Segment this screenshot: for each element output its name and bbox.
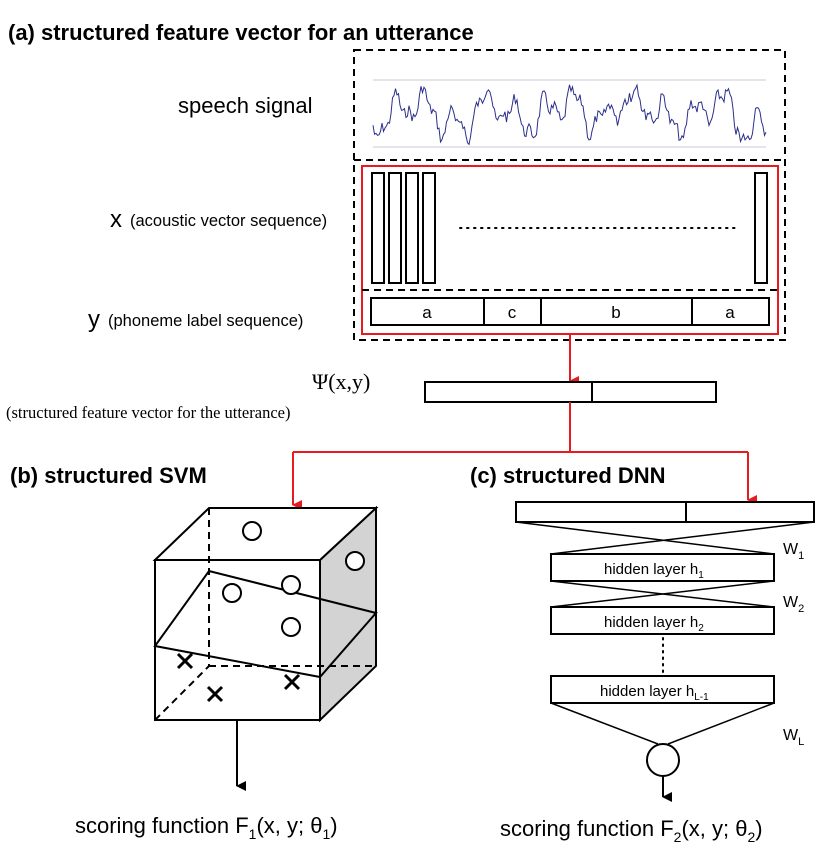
- dnn-weight-wl: [550, 702, 659, 745]
- svm-hyperplane: [153, 569, 378, 679]
- svm-positive-sample: [281, 575, 301, 595]
- y-symbol: y: [88, 306, 100, 333]
- x-description: (acoustic vector sequence): [130, 212, 327, 230]
- y-description: (phoneme label sequence): [108, 312, 303, 330]
- dnn-hidden-layer-1-label: hidden layer h1: [604, 561, 704, 581]
- svm-negative-sample: [283, 673, 301, 691]
- psi-vector: [424, 381, 717, 403]
- dnn-wl-label: WL: [783, 727, 804, 748]
- phoneme-label: a: [422, 303, 432, 322]
- svm-negative-sample: [176, 652, 194, 670]
- dnn-weight-w2: [550, 580, 775, 608]
- dnn-hidden-layer-1: [550, 553, 775, 582]
- svm-positive-sample: [281, 617, 301, 637]
- dnn-weight-w1: [515, 521, 775, 555]
- dnn-weight-w1: [550, 521, 815, 555]
- svm-positive-sample: [222, 583, 242, 603]
- acoustic-vector: [754, 172, 768, 284]
- dnn-hidden-layer-2-label: hidden layer h2: [604, 614, 704, 634]
- x-symbol: x: [110, 206, 122, 233]
- acoustic-vector: [422, 172, 436, 284]
- panel-a-title: (a) structured feature vector for an utt…: [8, 20, 474, 45]
- svm-scoring-function: scoring function F1(x, y; θ1): [75, 813, 338, 842]
- acoustic-vector: [388, 172, 402, 284]
- phoneme-label: a: [725, 303, 735, 322]
- panel-c-title: (c) structured DNN: [470, 463, 666, 488]
- phoneme-label: b: [611, 303, 620, 322]
- dnn-w1-label: W1: [783, 541, 804, 562]
- phoneme-label-row: [370, 297, 770, 326]
- psi-description: (structured feature vector for the utter…: [6, 403, 290, 422]
- acoustic-vector: [371, 172, 385, 284]
- dnn-scoring-function: scoring function F2(x, y; θ2): [500, 816, 763, 845]
- speech-waveform: [372, 83, 767, 146]
- dnn-hidden-layer-2: [550, 606, 775, 635]
- svm-positive-sample: [242, 521, 262, 541]
- svm-negative-sample: [206, 685, 224, 703]
- dnn-hidden-layer-l-1-label: hidden layer hL-1: [600, 683, 709, 703]
- dnn-weight-wl: [667, 702, 775, 745]
- panel-b-title: (b) structured SVM: [10, 463, 207, 488]
- dnn-output-node: [646, 743, 680, 777]
- svm-cube-hidden-edge: [154, 665, 210, 721]
- speech-signal-label: speech signal: [178, 93, 313, 118]
- dnn-w2-label: W2: [783, 594, 804, 615]
- acoustic-vector: [405, 172, 419, 284]
- svm-positive-sample: [345, 551, 365, 571]
- dnn-input-vector: [515, 501, 815, 523]
- dnn-hidden-layer-l-1: [550, 675, 775, 704]
- psi-label: Ψ(x,y): [312, 369, 370, 394]
- phoneme-label: c: [508, 303, 517, 322]
